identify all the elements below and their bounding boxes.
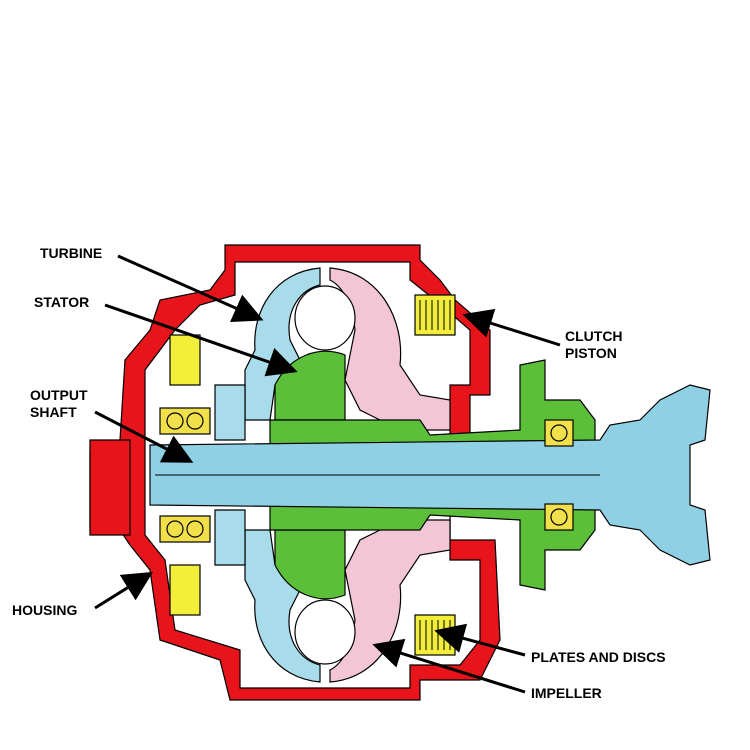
- plates-discs-leader: [434, 623, 526, 657]
- bearings: [159, 407, 574, 543]
- stator: [269, 350, 596, 600]
- clutch-plates: [169, 294, 456, 656]
- output-shaft: [149, 384, 711, 566]
- turbine-label-text: TURBINE: [40, 245, 103, 261]
- turbine-leader: [117, 254, 264, 322]
- output-shaft-label-line2: SHAFT: [30, 404, 77, 420]
- leader-lines: [94, 254, 561, 694]
- torus-cores: [294, 285, 356, 665]
- stator-label-text: STATOR: [34, 294, 90, 310]
- impeller-leader: [372, 638, 526, 694]
- housing-label: HOUSING: [12, 602, 77, 619]
- stator-label: STATOR: [34, 294, 89, 311]
- stator-leader: [104, 303, 298, 377]
- output-shaft-leader: [94, 410, 194, 463]
- clutch-piston-label-line2: PISTON: [565, 345, 617, 361]
- output-shaft-label: OUTPUT SHAFT: [30, 387, 88, 421]
- impeller-label-text: IMPELLER: [531, 685, 602, 701]
- clutch-piston-label: CLUTCH PISTON: [565, 328, 623, 362]
- clutch-piston-label-line1: CLUTCH: [565, 328, 623, 344]
- impeller-label: IMPELLER: [531, 685, 602, 702]
- output-shaft-label-line1: OUTPUT: [30, 387, 88, 403]
- housing-label-text: HOUSING: [12, 602, 78, 618]
- turbine-label: TURBINE: [40, 245, 102, 262]
- plates-and-discs-label-text: PLATES AND DISCS: [531, 649, 666, 665]
- turbine: [214, 267, 321, 683]
- housing-leader: [94, 571, 154, 610]
- plates-and-discs-label: PLATES AND DISCS: [531, 649, 666, 666]
- clutch-piston-leader: [462, 308, 561, 347]
